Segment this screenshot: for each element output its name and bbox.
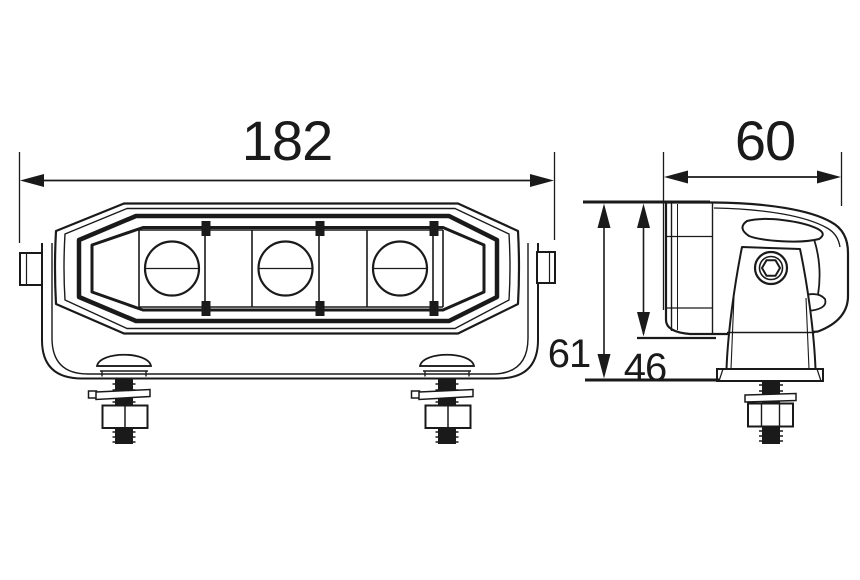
mounting-bracket-front [41, 243, 539, 380]
arm-top-ear [741, 218, 824, 243]
housing-top-inner-line [713, 207, 841, 248]
knob-body [536, 251, 556, 284]
frame-clip [429, 221, 439, 236]
led-lens-2 [257, 240, 314, 297]
side-knob-right [536, 251, 556, 284]
dimension-overall-width: 182 [18, 109, 556, 243]
dimension-overall-height: 61 [548, 203, 611, 379]
frame-clip [201, 221, 211, 236]
mounting-bolt-left [87, 378, 151, 444]
frame-clip [201, 301, 211, 316]
flange-bevel [816, 368, 822, 382]
washer [744, 392, 797, 403]
washer [95, 388, 151, 401]
pedestal-edge-line [805, 297, 810, 370]
seal-ring-outer [76, 213, 500, 324]
led-lens-1 [143, 240, 201, 297]
dimension-body-height-label: 46 [624, 346, 667, 390]
dome-cap [95, 353, 153, 367]
frame-clip [315, 301, 325, 316]
side-knob-left [19, 252, 43, 286]
arrowhead-down-icon [597, 354, 611, 379]
dome-screw-left [95, 353, 153, 377]
led-lens-3 [371, 240, 429, 297]
seal-ring-inner [90, 226, 486, 312]
hex-nut [747, 402, 794, 428]
bracket-outer-outline [41, 243, 539, 380]
housing-inner-outline [63, 207, 511, 330]
arrowhead-right-icon [817, 170, 841, 184]
pedestal-edge-line [730, 295, 735, 370]
arrowhead-left-icon [664, 170, 688, 184]
dome-screw-right [419, 353, 475, 378]
dimension-body-height: 46 [624, 203, 667, 390]
bracket-inner-outline [51, 243, 529, 375]
pivot-bolt-ring [758, 255, 784, 281]
dimension-height-label: 61 [548, 332, 591, 376]
arrowhead-down-icon [637, 312, 650, 337]
front-view [19, 202, 556, 445]
lens-window [138, 221, 444, 316]
mounting-bolt-right [410, 377, 474, 445]
hex-socket-icon [761, 259, 781, 277]
flange-bevel [718, 368, 724, 382]
knob-body [19, 252, 43, 286]
frame-clip [315, 221, 325, 236]
dimension-depth-label: 60 [735, 109, 795, 172]
arrowhead-up-icon [597, 203, 611, 228]
arrowhead-up-icon [637, 203, 650, 228]
arrowhead-right-icon [530, 174, 554, 187]
frame-clip [429, 301, 439, 316]
pedestal-side [716, 246, 824, 382]
arrowhead-left-icon [20, 174, 44, 187]
mounting-bolt-side [744, 381, 797, 444]
arm-back-edge [813, 238, 821, 296]
dimension-depth: 60 [662, 109, 843, 310]
side-view [583, 200, 850, 444]
base-flange [716, 368, 824, 382]
dimension-width-label: 182 [242, 109, 332, 172]
